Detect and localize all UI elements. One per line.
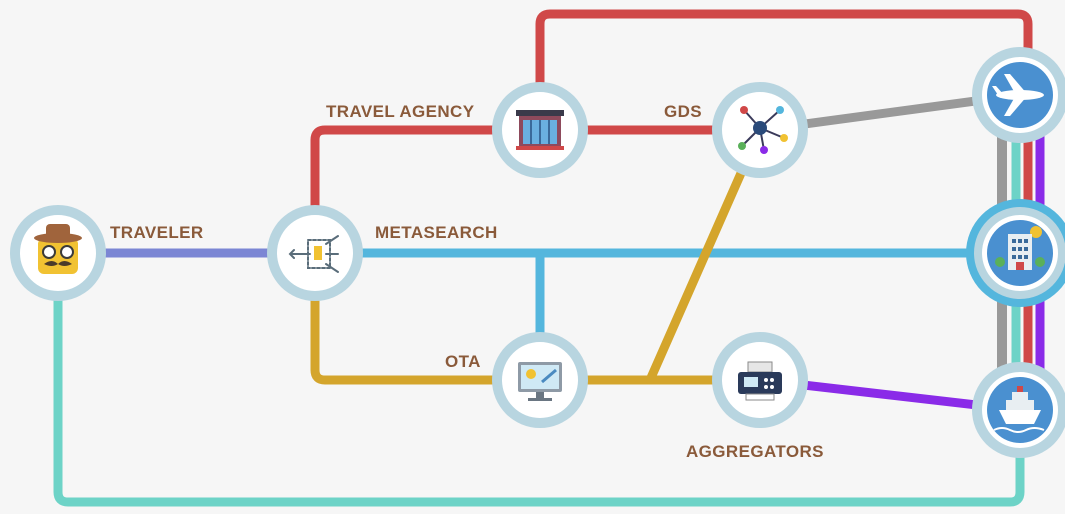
node-travel-agency[interactable] [492, 82, 588, 178]
node-traveler[interactable] [10, 205, 106, 301]
label-travel-agency: TRAVEL AGENCY [326, 102, 475, 121]
node-metasearch[interactable] [267, 205, 363, 301]
node-ota[interactable] [492, 332, 588, 428]
label-aggregators: AGGREGATORS [686, 442, 824, 461]
hotel-icon [995, 226, 1045, 270]
node-aggregators[interactable] [712, 332, 808, 428]
metasearch-icon [288, 235, 339, 273]
node-cruise[interactable] [972, 362, 1065, 458]
label-metasearch: METASEARCH [375, 223, 498, 242]
node-gds[interactable] [712, 82, 808, 178]
label-traveler: TRAVELER [110, 223, 204, 242]
computer-monitor-icon [518, 362, 562, 401]
line-metasearch-ota-aggregators [310, 248, 765, 385]
fax-printer-icon [738, 361, 782, 401]
network-hub-icon [738, 106, 788, 154]
line-agency-to-airline [535, 9, 1033, 95]
cruise-ship-icon [993, 386, 1045, 433]
traveler-icon [34, 224, 82, 274]
airplane-icon [992, 74, 1044, 116]
node-airline[interactable] [972, 47, 1065, 143]
line-metasearch-agency-gds [310, 125, 765, 215]
label-gds: GDS [664, 102, 702, 121]
label-ota: OTA [445, 352, 481, 371]
node-hotel[interactable] [966, 199, 1065, 307]
storefront-icon [516, 110, 564, 150]
line-traveler-to-cruise [53, 295, 1025, 507]
